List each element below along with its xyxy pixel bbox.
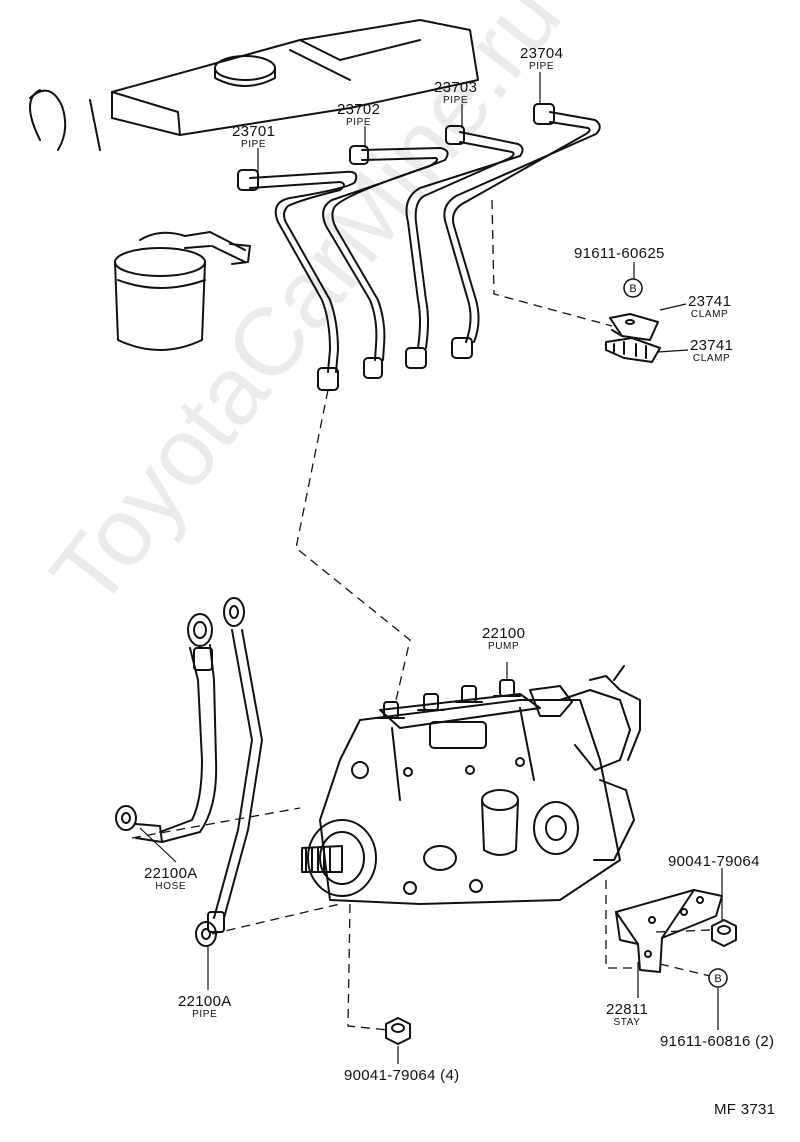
fuel-pipe <box>195 597 263 947</box>
label-91611-60816: 91611-60816 (2) <box>660 1034 774 1049</box>
assembly-dashed-lines <box>131 199 713 1031</box>
engine-head-outline <box>29 19 479 151</box>
part-number: 23703 <box>434 79 478 96</box>
stay-bracket <box>615 889 723 973</box>
label-90041-79064-bottom: 90041-79064 (4) <box>344 1068 459 1083</box>
part-name: PIPE <box>192 1009 218 1020</box>
part-number: 23704 <box>520 45 564 62</box>
part-name: STAY <box>613 1017 641 1028</box>
bolt-marker-b-lower <box>708 968 728 988</box>
part-number: 23741 <box>688 293 732 310</box>
clamp-parts <box>605 313 661 363</box>
label-22100a-pipe: 22100A PIPE <box>178 994 232 1020</box>
part-number: 23741 <box>690 337 734 354</box>
bolt-marker-b-upper <box>623 278 643 298</box>
part-number: 22100 <box>482 625 526 642</box>
fuel-hose <box>115 613 218 843</box>
part-number: 22811 <box>606 1001 649 1018</box>
figure-code-text: MF 3731 <box>714 1101 776 1118</box>
figure-code: MF 3731 <box>714 1102 775 1117</box>
part-number: 91611-60625 <box>574 245 665 262</box>
part-number: 90041-79064 <box>668 853 760 870</box>
part-name: CLAMP <box>690 309 729 320</box>
injection-pipes <box>237 103 601 391</box>
bolt-marker-b-upper-letter: B <box>629 283 636 295</box>
label-23702: 23702 PIPE <box>337 102 380 128</box>
label-23741-clamp-upper: 23741 CLAMP <box>688 294 731 320</box>
part-number: 90041-79064 (4) <box>344 1067 460 1084</box>
part-number: 22100A <box>178 993 232 1010</box>
label-23704: 23704 PIPE <box>520 46 563 72</box>
part-number: 23701 <box>232 123 276 140</box>
nut-right <box>711 919 737 947</box>
label-90041-79064-right: 90041-79064 <box>668 854 760 869</box>
part-number: 23702 <box>337 101 381 118</box>
part-name: PUMP <box>487 641 520 652</box>
label-22100-pump: 22100 PUMP <box>482 626 525 652</box>
nut-bottom <box>385 1017 411 1045</box>
label-22100a-hose: 22100A HOSE <box>144 866 198 892</box>
filter-canister <box>114 231 251 351</box>
part-name: CLAMP <box>692 353 731 364</box>
part-name: PIPE <box>529 61 555 72</box>
injection-pump <box>301 665 641 905</box>
bolt-marker-b-lower-letter: B <box>714 973 721 985</box>
part-name: PIPE <box>443 95 469 106</box>
label-23701: 23701 PIPE <box>232 124 275 150</box>
part-number: 91611-60816 (2) <box>660 1033 775 1050</box>
label-23703: 23703 PIPE <box>434 80 477 106</box>
label-91611-60625: 91611-60625 <box>574 246 665 261</box>
label-23741-clamp-lower: 23741 CLAMP <box>690 338 733 364</box>
part-number: 22100A <box>144 865 198 882</box>
label-22811-stay: 22811 STAY <box>606 1002 648 1028</box>
part-name: PIPE <box>241 139 267 150</box>
part-name: HOSE <box>155 881 187 892</box>
part-name: PIPE <box>346 117 372 128</box>
leader-lines <box>139 72 723 1064</box>
